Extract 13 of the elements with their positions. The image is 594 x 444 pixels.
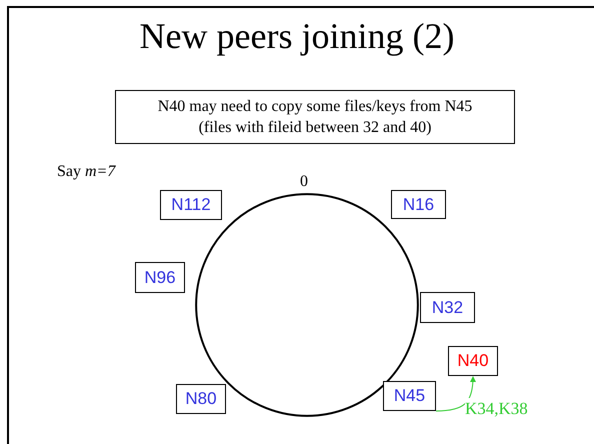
- slide-title: New peers joining (2): [138, 15, 456, 58]
- node-box: N16: [391, 190, 446, 219]
- node-box: N40: [448, 346, 498, 376]
- node-box: N32: [420, 292, 475, 323]
- edge-label: K34,K38: [465, 398, 528, 420]
- arrow: [436, 376, 476, 412]
- node-box: N112: [160, 190, 222, 220]
- node-box: N96: [135, 262, 185, 293]
- parameter-label: Say m=7: [57, 162, 116, 182]
- position-label: 0: [300, 172, 308, 192]
- node-box: N45: [383, 381, 436, 411]
- node-box: N80: [176, 384, 226, 414]
- note-box: N40 may need to copy some files/keys from N45 (files with fileid between 32 and 40): [115, 90, 515, 144]
